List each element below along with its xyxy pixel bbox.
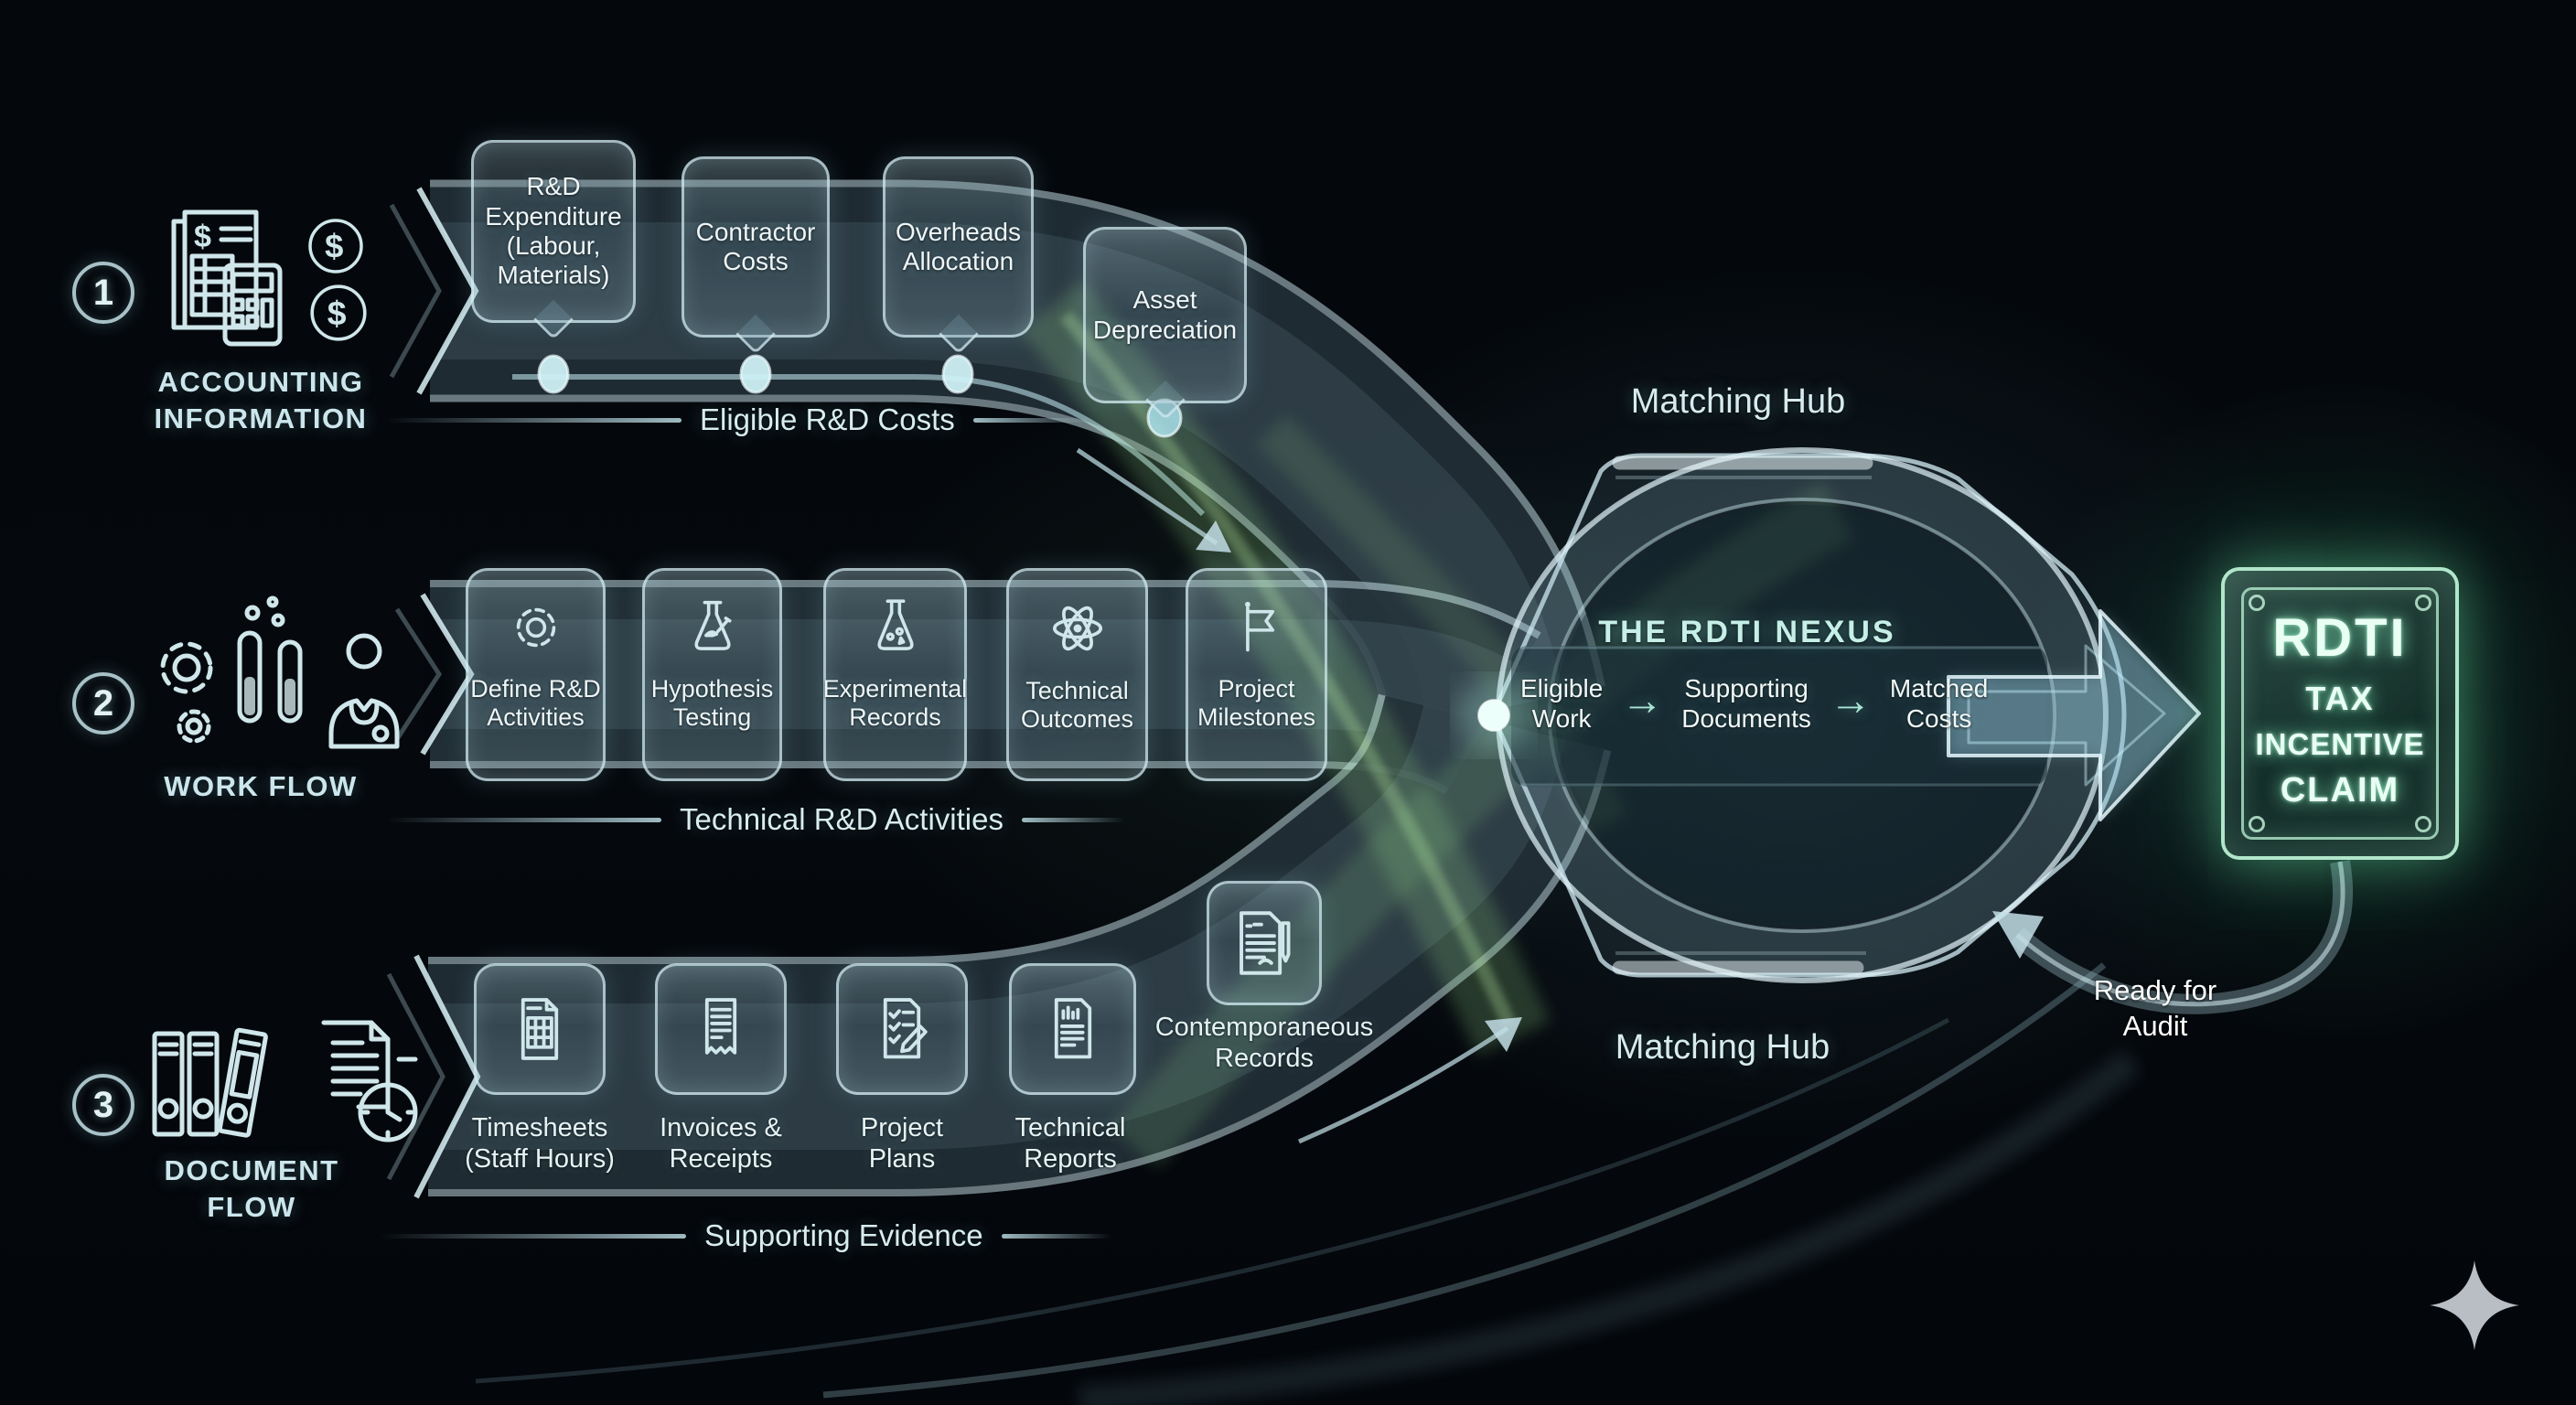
nexus-step-matched-costs: Matched Costs [1889, 674, 1989, 734]
invoice-calculator-icon: $ [171, 209, 283, 347]
item-experimental-records: Experimental Records [823, 568, 967, 781]
item-overheads-allocation: Overheads Allocation [883, 156, 1034, 338]
item-hypothesis-testing: Hypothesis Testing [642, 568, 782, 781]
flow-number-2: 2 [72, 672, 134, 735]
nexus-convergence-dot [1457, 679, 1530, 752]
item-project-plans [836, 963, 968, 1095]
flask-icon [876, 599, 914, 650]
label-project-plans: Project Plans [860, 1113, 944, 1174]
stream-label-supporting-evidence: Supporting Evidence [379, 1218, 1111, 1253]
dollar-coin-icon: $ [310, 284, 367, 341]
stream-label-eligible-costs: Eligible R&D Costs [387, 402, 1092, 437]
flow-name-documents: DOCUMENT FLOW [164, 1154, 339, 1224]
item-invoices-receipts [655, 963, 787, 1095]
label-line [379, 1233, 686, 1239]
svg-text:$: $ [194, 220, 211, 254]
label-line [972, 417, 1092, 423]
atom-icon [1052, 606, 1102, 651]
nexus-band [1511, 646, 2047, 787]
item-technical-outcomes: Technical Outcomes [1006, 568, 1148, 781]
badge-screw [2249, 816, 2265, 832]
gear-icon [516, 607, 555, 648]
label-contemporaneous-records: Contemporaneous Records [1154, 1013, 1374, 1074]
matching-hub-top-label: Matching Hub [1630, 382, 1846, 421]
svg-text:$: $ [327, 294, 347, 332]
item-contemporaneous-records [1207, 881, 1322, 1005]
badge-line-tax: TAX [2305, 680, 2375, 717]
flag-icon [1244, 601, 1274, 652]
nexus-step-eligible-work: Eligible Work [1520, 674, 1604, 734]
label-line [387, 817, 661, 822]
sparkle-icon [2430, 1260, 2519, 1350]
badge-screw [2249, 595, 2265, 611]
badge-line-claim: CLAIM [2280, 771, 2400, 810]
contract-pen-icon [1240, 911, 1291, 975]
nexus-title: THE RDTI NEXUS [1598, 615, 1896, 649]
badge-line-rdti: RDTI [2272, 608, 2408, 668]
flask-pencil-icon [693, 600, 732, 650]
label-invoices: Invoices & Receipts [660, 1113, 782, 1174]
nexus-arrow-icon: → [1829, 676, 1872, 724]
matching-hub-bottom-label: Matching Hub [1615, 1028, 1830, 1067]
timesheet-icon [521, 998, 559, 1060]
binders-icon [152, 1027, 268, 1138]
flow-arrow-top [1076, 447, 1231, 552]
label-line [1021, 817, 1124, 822]
flow-number-1: 1 [72, 262, 134, 324]
item-define-rd-activities: Define R&D Activities [466, 568, 606, 781]
nexus-steps: Eligible Work → Supporting Documents → M… [1520, 673, 2042, 734]
background-swoosh-lines [475, 962, 2141, 1405]
stream-label-technical-activities: Technical R&D Activities [387, 802, 1124, 837]
nexus-step-supporting-documents: Supporting Documents [1681, 674, 1811, 734]
flow-name-accounting: ACCOUNTING INFORMATION [154, 366, 368, 435]
item-project-milestones: Project Milestones [1186, 568, 1327, 781]
gears-icon [160, 641, 213, 744]
badge-line-incentive: INCENTIVE [2255, 727, 2425, 761]
document-clock-icon [321, 1020, 418, 1142]
flow-name-workflow: WORK FLOW [164, 770, 358, 802]
label-line [387, 417, 682, 423]
svg-text:$: $ [325, 228, 343, 265]
item-asset-depreciation: Asset Depreciation [1083, 227, 1247, 403]
label-timesheets: Timesheets (Staff Hours) [465, 1113, 615, 1174]
item-contractor-costs: Contractor Costs [682, 156, 830, 338]
flow-arrow-bottom [1298, 1017, 1522, 1144]
nexus-arrow-icon: → [1621, 676, 1664, 724]
flow-number-3: 3 [72, 1074, 134, 1136]
item-rd-expenditure: R&D Expenditure (Labour, Materials) [471, 140, 636, 323]
test-tubes-icon [237, 595, 303, 724]
badge-screw [2415, 595, 2431, 611]
badge-screw [2415, 816, 2431, 832]
rdti-claim-badge: RDTI TAX INCENTIVE CLAIM [2221, 567, 2459, 860]
ready-for-audit-label: Ready for Audit [2093, 974, 2217, 1042]
dollar-coin-icon: $ [308, 219, 363, 273]
report-icon [1054, 998, 1091, 1059]
audit-return-arrow [1992, 860, 2354, 1014]
item-technical-reports [1009, 963, 1136, 1095]
badge-inner-frame [2241, 587, 2439, 840]
scientist-icon [328, 633, 400, 749]
badge-text: RDTI TAX INCENTIVE CLAIM [2255, 571, 2424, 810]
receipt-icon [704, 998, 737, 1055]
label-technical-reports: Technical Reports [1014, 1113, 1126, 1174]
checklist-pencil-icon [883, 998, 928, 1059]
item-timesheets [474, 963, 606, 1095]
label-line [1001, 1233, 1111, 1239]
output-arrow [1947, 609, 2201, 821]
